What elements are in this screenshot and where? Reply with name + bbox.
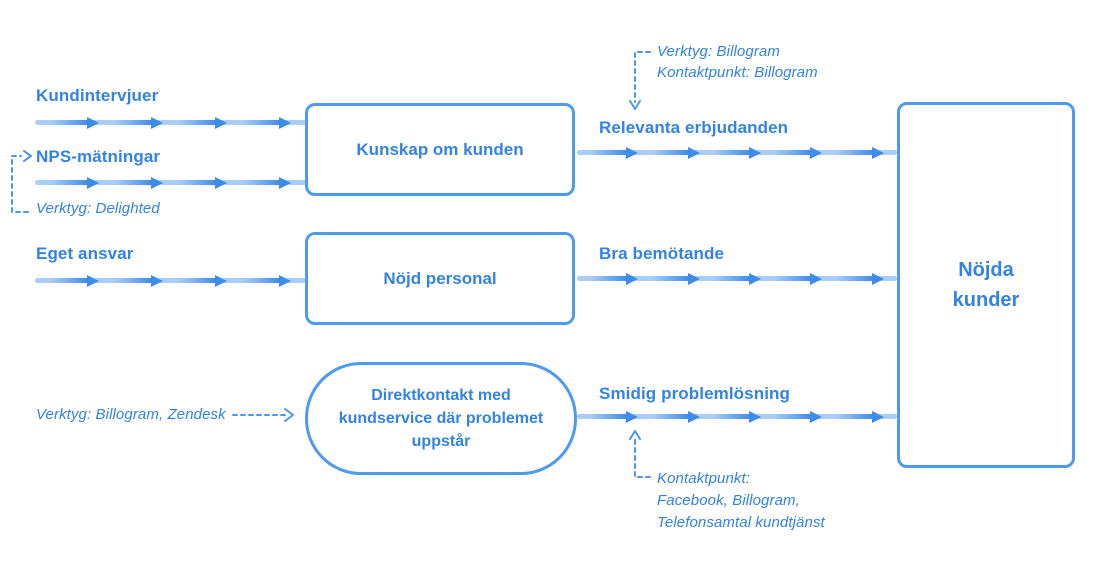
arrow-head-icon xyxy=(51,176,99,189)
arrow-head-icon xyxy=(774,146,823,159)
annotation-kontaktpunkt-line1: Kontaktpunkt: xyxy=(657,470,751,487)
arrow-head-icon xyxy=(590,272,639,285)
annotation-kontaktpunkt-line3: Telefonsamtal kundtjänst xyxy=(657,514,825,531)
arrow-head-icon xyxy=(115,116,163,129)
arrow-head-icon xyxy=(774,410,823,423)
flow-arrow-bra-bemotande xyxy=(577,272,897,285)
box-kunskap-label: Kunskap om kunden xyxy=(356,139,524,159)
arrow-head-icon xyxy=(712,146,761,159)
arrow-head-icon xyxy=(51,116,99,129)
box-nojda-kunder-label: Nöjda kunder xyxy=(952,259,1020,311)
arrow-head-icon xyxy=(179,116,227,129)
annotation-verktyg-billogram-zendesk: Verktyg: Billogram, Zendesk xyxy=(36,406,226,423)
arrow-head-icon xyxy=(115,274,163,287)
arrow-head-icon xyxy=(51,274,99,287)
arrow-head-icon xyxy=(835,146,884,159)
arrow-head-icon xyxy=(243,176,291,189)
label-bra-bemotande: Bra bemötande xyxy=(599,244,725,263)
label-kundintervjuer: Kundintervjuer xyxy=(36,86,159,105)
arrow-head-icon xyxy=(712,272,761,285)
arrow-head-icon xyxy=(651,410,700,423)
arrow-head-icon xyxy=(835,272,884,285)
flow-arrow-kundintervjuer xyxy=(35,116,307,129)
dashed-arrow-bottom-connector xyxy=(629,430,651,478)
dashed-arrow-zendesk-connector xyxy=(232,408,294,422)
arrow-head-icon xyxy=(590,146,639,159)
arrow-head-icon xyxy=(243,274,291,287)
arrow-head-icon xyxy=(835,410,884,423)
dashed-arrow-top-connector xyxy=(629,51,651,110)
arrow-head-icon xyxy=(590,410,639,423)
label-smidig-problemlosning: Smidig problemlösning xyxy=(599,384,790,403)
flow-arrow-eget-ansvar xyxy=(35,274,307,287)
annotation-verktyg-billogram: Verktyg: Billogram xyxy=(657,43,780,60)
arrow-head-icon xyxy=(774,272,823,285)
flow-arrow-relevanta xyxy=(577,146,897,159)
flow-arrow-smidig xyxy=(577,410,897,423)
box-direktkontakt-label: Direktkontakt med kundservice där proble… xyxy=(338,386,544,451)
box-nojd-personal-label: Nöjd personal xyxy=(383,268,497,288)
label-eget-ansvar: Eget ansvar xyxy=(36,244,134,263)
annotation-verktyg-delighted: Verktyg: Delighted xyxy=(36,200,160,217)
arrow-head-icon xyxy=(651,146,700,159)
box-kunskap-om-kunden: Kunskap om kunden xyxy=(305,103,575,196)
flow-arrow-nps xyxy=(35,176,307,189)
label-relevanta-erbjudanden: Relevanta erbjudanden xyxy=(599,118,789,137)
arrow-head-icon xyxy=(243,116,291,129)
arrow-head-icon xyxy=(651,272,700,285)
label-nps-matningar: NPS-mätningar xyxy=(36,147,161,166)
arrow-head-icon xyxy=(179,176,227,189)
box-direktkontakt: Direktkontakt med kundservice där proble… xyxy=(305,362,577,475)
annotation-kontaktpunkt-line2: Facebook, Billogram, xyxy=(657,492,800,509)
arrow-head-icon xyxy=(179,274,227,287)
box-nojd-personal: Nöjd personal xyxy=(305,232,575,325)
arrow-head-icon xyxy=(712,410,761,423)
annotation-kontaktpunkt-billogram: Kontaktpunkt: Billogram xyxy=(657,64,818,81)
dashed-arrow-nps-connector xyxy=(11,150,32,213)
arrow-head-icon xyxy=(115,176,163,189)
box-nojda-kunder: Nöjda kunder xyxy=(897,102,1075,468)
